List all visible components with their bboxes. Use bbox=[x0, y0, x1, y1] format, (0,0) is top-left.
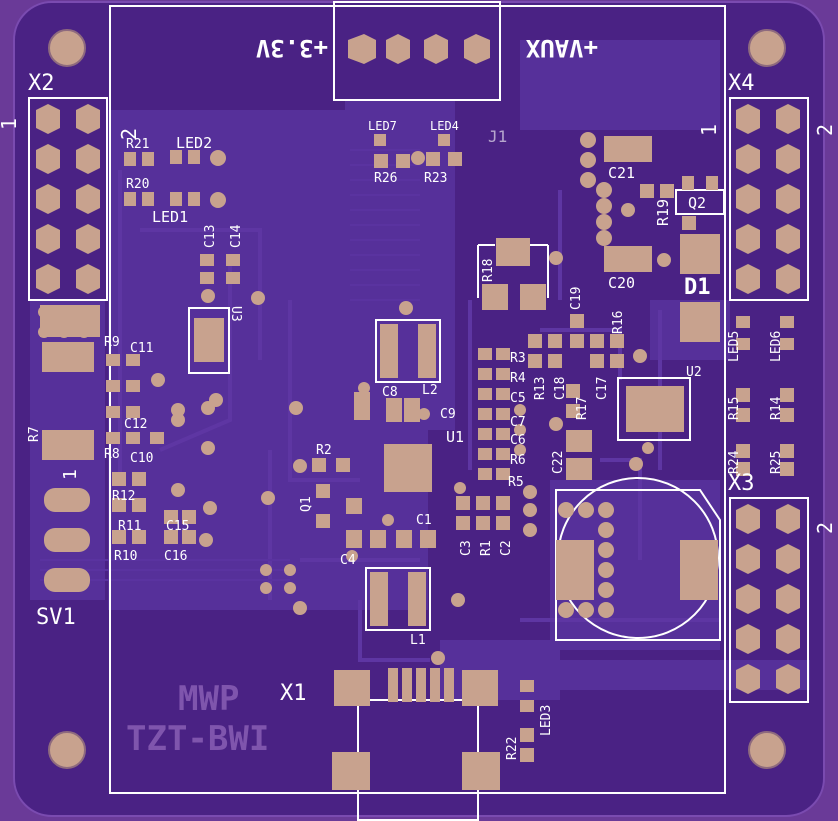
brand-line1: MWP bbox=[178, 679, 239, 719]
des-led6: LED6 bbox=[769, 331, 784, 362]
des-r3: R3 bbox=[510, 351, 526, 366]
mounting-holes bbox=[48, 29, 786, 769]
designators: R21 LED2 R20 LED1 LED7 LED4 R26 R23 C21 … bbox=[104, 119, 711, 648]
des-c6: C6 bbox=[510, 433, 526, 448]
x3-pin2: 2 bbox=[813, 522, 837, 534]
des-c12: C12 bbox=[124, 417, 147, 432]
des-c15: C15 bbox=[166, 519, 189, 534]
des-c19: C19 bbox=[569, 287, 584, 310]
des-u2: U2 bbox=[686, 365, 702, 380]
mounting-hole-br bbox=[748, 731, 786, 769]
des-led3: LED3 bbox=[539, 705, 554, 736]
x4-pin1: 1 bbox=[697, 124, 721, 136]
des-r4: R4 bbox=[510, 371, 526, 386]
des-c3: C3 bbox=[459, 540, 474, 556]
des-r7: R7 bbox=[27, 426, 42, 442]
des-q2: Q2 bbox=[688, 194, 706, 212]
label-x1: X1 bbox=[280, 681, 307, 706]
des-c8: C8 bbox=[382, 385, 398, 400]
des-led5: LED5 bbox=[727, 331, 742, 362]
des-r5: R5 bbox=[508, 475, 524, 490]
des-led2: LED2 bbox=[176, 134, 212, 152]
des-r10: R10 bbox=[114, 549, 137, 564]
label-sv1: SV1 bbox=[36, 605, 76, 630]
des-c4: C4 bbox=[340, 553, 356, 568]
des-r9: R9 bbox=[104, 335, 120, 350]
des-c21: C21 bbox=[608, 164, 635, 182]
mounting-hole-tl bbox=[48, 29, 86, 67]
des-r20: R20 bbox=[126, 177, 149, 192]
des-c1: C1 bbox=[416, 513, 432, 528]
des-c18: C18 bbox=[553, 377, 568, 400]
power-label-vaux: +VAUX bbox=[525, 34, 598, 62]
des-q1: Q1 bbox=[299, 496, 314, 512]
des-r13: R13 bbox=[533, 377, 548, 400]
mounting-hole-tr bbox=[748, 29, 786, 67]
des-r14: R14 bbox=[769, 396, 784, 420]
power-label-3v3: +3.3V bbox=[256, 34, 328, 62]
des-l2: L2 bbox=[422, 383, 438, 398]
des-r15: R15 bbox=[727, 397, 742, 420]
mounting-hole-bl bbox=[48, 731, 86, 769]
des-c16: C16 bbox=[164, 549, 187, 564]
des-c22: C22 bbox=[551, 451, 566, 474]
des-r24: R24 bbox=[727, 450, 742, 474]
des-r21: R21 bbox=[126, 137, 149, 152]
des-c13: C13 bbox=[203, 225, 218, 248]
des-r26: R26 bbox=[374, 171, 397, 186]
des-u3: U3 bbox=[228, 306, 243, 322]
vias bbox=[38, 132, 671, 665]
des-r25: R25 bbox=[769, 451, 784, 474]
label-x3: X3 bbox=[728, 471, 755, 496]
des-led7: LED7 bbox=[368, 119, 397, 133]
des-r23: R23 bbox=[424, 171, 447, 186]
des-r18: R18 bbox=[481, 259, 496, 282]
des-u1: U1 bbox=[446, 428, 464, 446]
des-r16: R16 bbox=[611, 311, 626, 334]
x4-pin2: 2 bbox=[813, 124, 837, 136]
des-l1: L1 bbox=[410, 633, 426, 648]
label-j1: J1 bbox=[488, 127, 507, 146]
des-r6: R6 bbox=[510, 453, 526, 468]
des-r17: R17 bbox=[575, 397, 590, 420]
des-d1: D1 bbox=[684, 275, 711, 300]
des-led1: LED1 bbox=[152, 208, 188, 226]
des-c2: C2 bbox=[499, 540, 514, 556]
des-led4: LED4 bbox=[430, 119, 459, 133]
des-r2: R2 bbox=[316, 443, 332, 458]
des-c5: C5 bbox=[510, 391, 526, 406]
des-c9: C9 bbox=[440, 407, 456, 422]
des-c10: C10 bbox=[130, 451, 153, 466]
des-r11: R11 bbox=[118, 519, 141, 534]
des-r12: R12 bbox=[112, 489, 135, 504]
des-c11: C11 bbox=[130, 341, 153, 356]
des-r22: R22 bbox=[505, 737, 520, 760]
copper-pads bbox=[36, 34, 800, 790]
des-r1: R1 bbox=[479, 540, 494, 556]
sv1-pin1: 1 bbox=[60, 469, 81, 480]
des-c14: C14 bbox=[229, 224, 244, 248]
des-r19: R19 bbox=[654, 199, 672, 226]
x2-pin1: 1 bbox=[0, 118, 21, 130]
label-x4: X4 bbox=[728, 71, 755, 96]
traces bbox=[118, 170, 720, 662]
brand-line2: TZT-BWI bbox=[126, 719, 269, 759]
des-r8: R8 bbox=[104, 447, 120, 462]
rotated-designators: C13 C14 U3 R19 R18 C19 R16 LED5 LED6 R15… bbox=[27, 199, 784, 760]
label-x2: X2 bbox=[28, 71, 55, 96]
x2-pin2: 2 bbox=[117, 128, 141, 140]
des-c7: C7 bbox=[510, 415, 526, 430]
des-c17: C17 bbox=[595, 377, 610, 400]
des-c20: C20 bbox=[608, 274, 635, 292]
